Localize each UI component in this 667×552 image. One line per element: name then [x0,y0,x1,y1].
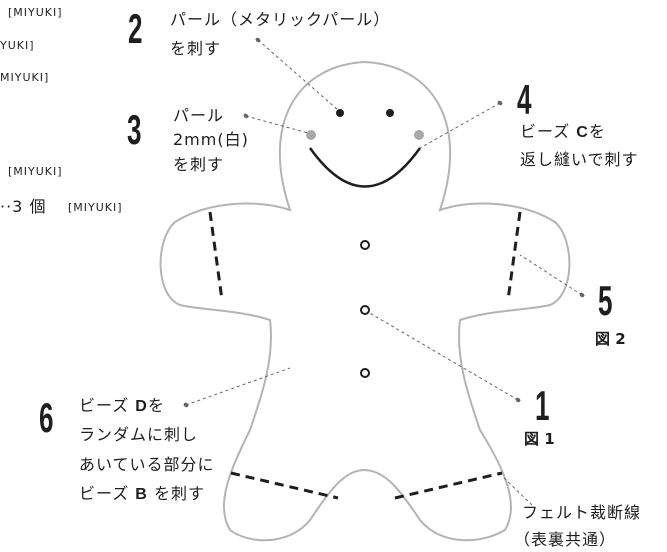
step-6-number: 6 [39,394,54,441]
step-1-number: 1 [535,382,550,429]
smile [308,147,422,188]
button-middle [360,305,370,315]
brand-label-2: YUKI] [0,39,35,52]
felt-note-line-1: フェルト裁断線 [522,503,642,522]
leader-3-dot [243,113,249,119]
leader-1-dot [515,397,521,403]
cut-line-right-arm [506,211,522,301]
brand-label-4: [MIYUKI] [8,165,63,178]
figure-2-label: 図 2 [595,330,626,348]
leader-4 [419,102,501,149]
button-bottom [360,368,370,378]
step-3-number: 3 [127,106,142,153]
brand-label-1: [MIYUKI] [8,6,63,19]
step-6-line-2: ランダムに刺し [79,425,199,444]
leader-1 [367,311,519,401]
brand-label-5: [MIYUKI] [68,201,123,214]
leader-6 [185,367,291,406]
left-cheek-pearl [306,130,316,140]
button-top [360,240,370,250]
cut-line-left-leg [230,471,339,500]
leader-2 [257,39,339,111]
left-eye [336,109,344,117]
step-5-number: 5 [598,277,613,324]
cut-line-left-arm [208,211,224,301]
step-6-line-3: あいている部分に [79,455,215,474]
step-6-line-1: ビーズ Dを [79,396,165,415]
leader-felt [503,477,533,506]
step-3-line-1: パール [173,106,225,125]
step-2-line-1: パール（メタリックパール） [170,10,391,29]
brand-label-3: MIYUKI] [0,71,50,84]
leader-6-dot [183,402,189,408]
right-eye [386,109,394,117]
leader-2-dot [255,37,261,43]
cut-line-right-leg [394,471,503,500]
step-3-line-3: を刺す [173,155,225,174]
step-2-line-2: を刺す [170,39,222,58]
leader-5-dot [579,292,585,298]
felt-note-line-2: （表裏共通） [514,530,617,549]
figure-1-label: 図 1 [524,430,555,448]
step-4-line-1: ビーズ Cを [520,122,606,141]
step-4-number: 4 [517,76,532,123]
gingerbread-outline [159,60,571,542]
step-6-line-4: ビーズ B を刺す [79,484,205,503]
leader-3 [245,115,309,134]
step-2-number: 2 [128,5,143,52]
leader-5 [519,254,583,296]
leader-4-dot [497,100,503,106]
step-4-line-2: 返し縫いで刺す [520,150,639,169]
quantity-text: ··3 個 [0,197,47,216]
step-3-line-2: 2mm(白) [173,130,249,149]
right-cheek-pearl [414,130,424,140]
